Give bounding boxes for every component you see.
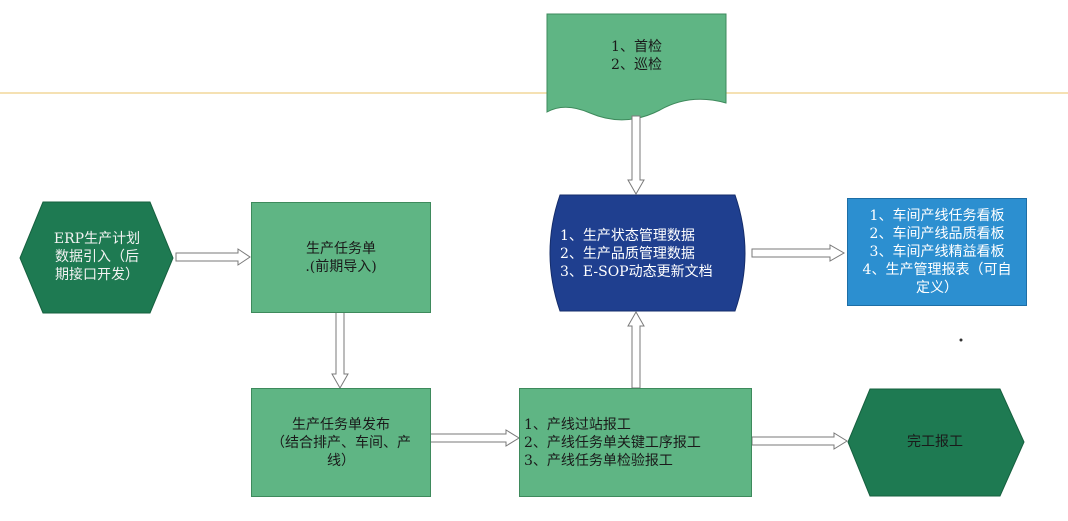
line-report-box: 1、产线过站报工 2、产线任务单关键工序报工 3、产线任务单检验报工 xyxy=(519,388,752,497)
task-release-box: 生产任务单发布 （结合排产、车间、产 线） xyxy=(251,388,431,497)
completion-hexagon xyxy=(847,388,1025,497)
inspection-document-label: 1、首检 2、巡检 xyxy=(611,39,662,73)
management-data-label: 1、生产状态管理数据 2、生产品质管理数据 3、E-SOP动态更新文档 xyxy=(560,228,713,280)
arrow-erp-to-task xyxy=(175,248,251,266)
erp-import-label: ERP生产计划 数据引入（后 期接口开发） xyxy=(53,231,141,283)
arrow-data-to-kanban xyxy=(751,244,846,262)
task-order-box: 生产任务单 .(前期导入) xyxy=(251,202,431,313)
arrow-release-to-report xyxy=(429,429,520,447)
completion-label: 完工报工 xyxy=(907,434,963,450)
connector-arrows xyxy=(175,115,848,450)
arrow-report-to-completion xyxy=(751,432,848,450)
kanban-box: 1、车间产线任务看板 2、车间产线品质看板 3、车间产线精益看板 4、生产管理报… xyxy=(847,198,1027,306)
stray-dot xyxy=(959,338,963,342)
arrow-report-to-data xyxy=(627,310,645,389)
arrow-task-to-release xyxy=(331,309,349,390)
arrow-doc-to-data xyxy=(627,115,645,196)
erp-import-hexagon xyxy=(19,201,174,314)
management-data-shape xyxy=(549,194,746,312)
